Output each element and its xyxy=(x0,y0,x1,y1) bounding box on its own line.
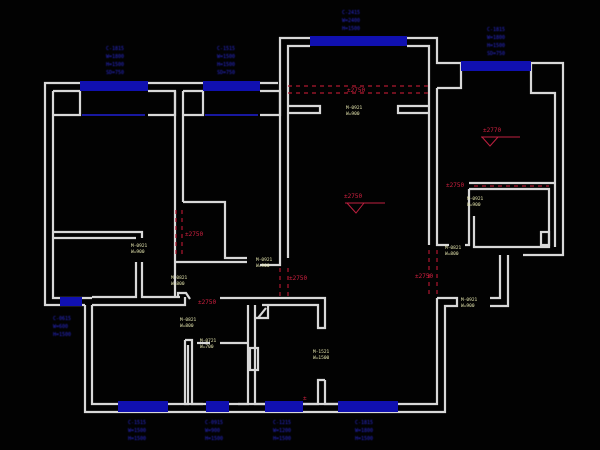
window-top-left[interactable] xyxy=(80,81,148,91)
kitchen-counter xyxy=(248,346,260,372)
wall-bed-sub xyxy=(92,262,138,299)
window-top-right[interactable] xyxy=(461,61,531,71)
wall-bottom-top xyxy=(92,297,187,307)
wall-bed-sub2 xyxy=(140,262,180,299)
wall-right-bottom xyxy=(398,296,459,414)
wall-right-bottom-in xyxy=(398,298,439,406)
wall-inner-left xyxy=(51,91,92,300)
wall-bath-split2 xyxy=(183,340,190,406)
wall-right-lower xyxy=(435,88,449,247)
elevation-marker-living: ±2750 xyxy=(344,193,385,214)
wall-entry-notch xyxy=(176,291,191,300)
elevation-text: ±2770 xyxy=(483,127,501,134)
wall-right-lower2 xyxy=(465,189,471,247)
wall-right-room xyxy=(529,63,557,247)
wall-hall-left xyxy=(278,36,310,83)
window-top-mid[interactable] xyxy=(203,81,260,91)
note-right-door: ±2750 xyxy=(446,182,464,189)
wall-bedroom1 xyxy=(53,89,82,117)
windows xyxy=(60,36,531,412)
note-living-side: ±2750 xyxy=(289,275,307,282)
wall-bath-box xyxy=(238,305,250,406)
window-bottom-4[interactable] xyxy=(338,401,398,412)
note-left-closet: ±2750 xyxy=(185,231,203,238)
wall-bath-box2 xyxy=(253,305,265,406)
wall-kitchen-right2 xyxy=(323,380,338,406)
wall-bed1-bottom xyxy=(53,230,144,238)
wall-hall-pinch-left xyxy=(288,104,322,115)
wall-right-bath-in xyxy=(469,187,551,249)
window-bottom-3[interactable] xyxy=(265,401,303,412)
wall-right-inner xyxy=(437,63,463,90)
wall-bottom-outer xyxy=(83,305,118,414)
window-left[interactable] xyxy=(60,297,82,306)
note-center-door: ±2750 xyxy=(198,299,216,306)
note-top-hall: ±2750 xyxy=(347,87,365,94)
walls xyxy=(43,36,565,414)
fixture-right xyxy=(539,230,551,247)
wall-right-step2 xyxy=(490,255,510,308)
wall-hall-pinch-right xyxy=(396,104,429,115)
elevation-triangle-icon xyxy=(481,136,499,147)
window-bottom-1[interactable] xyxy=(118,401,168,412)
wall-bottom-inner xyxy=(90,305,118,406)
elevation-marker-right-room: ±2770 xyxy=(481,127,520,147)
fixture-diag xyxy=(257,307,267,319)
note-kitchen-bottom: ± xyxy=(303,395,307,402)
wall-closet xyxy=(183,200,247,260)
wall-bottom-top-right xyxy=(220,296,327,330)
wall-hall-top-in xyxy=(407,44,431,245)
elevation-text: ±2750 xyxy=(344,193,362,200)
red-notes: ±2750 ±2750 ±2750 ±2750 ±2750 ±2750 ± xyxy=(185,87,464,402)
window-top-center[interactable] xyxy=(310,36,407,46)
wall-right-step xyxy=(490,255,502,300)
wall-hall-bottom-left xyxy=(260,83,282,267)
note-right-side: ±2750 xyxy=(415,273,433,280)
wall-hall-top xyxy=(407,36,461,65)
wall-bedroom1-right-col xyxy=(148,89,177,117)
beam-lines xyxy=(175,85,549,298)
window-bottom-2[interactable] xyxy=(206,401,229,412)
wall-bedroom2 xyxy=(183,89,205,117)
wall-hall-left-in xyxy=(286,44,310,258)
wall-right-outer xyxy=(523,61,565,257)
elevation-triangle-icon xyxy=(346,202,365,214)
wall-bedroom2-right-col xyxy=(260,89,282,117)
wall-outer-left xyxy=(43,81,278,307)
